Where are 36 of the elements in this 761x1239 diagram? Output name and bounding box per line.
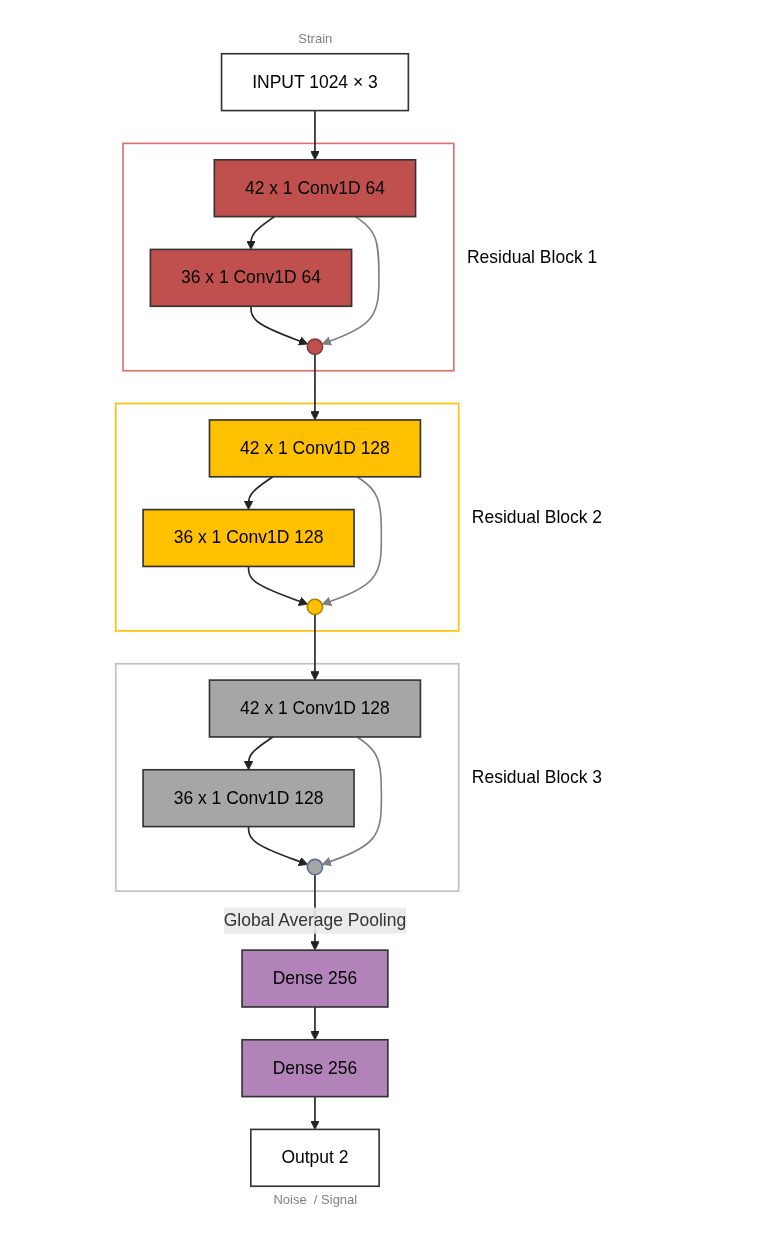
node-box: 42 x 1 Conv1D 64 <box>213 158 417 217</box>
arrow <box>248 825 309 866</box>
node-label: Residual Block 1 <box>467 246 598 266</box>
caption-text: Noise / Signal <box>272 1191 359 1207</box>
node-box: 36 x 1 Conv1D 128 <box>142 508 356 567</box>
edge-label: Global Average Pooling <box>224 910 407 929</box>
arrow <box>244 475 275 510</box>
node-label: Residual Block 3 <box>472 767 603 786</box>
arrow <box>244 735 275 770</box>
arrow <box>248 565 309 606</box>
arrow <box>310 613 321 681</box>
cluster <box>115 402 460 632</box>
arrow <box>310 1005 321 1040</box>
node-box: INPUT 1024 × 3 <box>221 52 410 111</box>
node-box: 36 x 1 Conv1D 128 <box>142 768 356 827</box>
node-box: 36 x 1 Conv1D 64 <box>149 248 353 307</box>
node-box: Output 2 <box>250 1128 381 1187</box>
arrow <box>250 304 309 345</box>
arrow <box>322 735 383 866</box>
arrow <box>246 215 276 250</box>
node-box: Dense 256 <box>241 1038 390 1097</box>
arrow <box>322 475 383 606</box>
arrow <box>322 215 381 345</box>
node-circle <box>306 337 324 355</box>
cluster <box>115 662 460 892</box>
caption-text: Strain <box>297 31 334 47</box>
node-label: Residual Block 2 <box>472 506 603 526</box>
arrow <box>310 353 321 420</box>
arrow <box>310 109 321 160</box>
node-box: 42 x 1 Conv1D 128 <box>209 678 422 738</box>
node-circle <box>306 597 324 615</box>
arrow <box>310 1095 321 1130</box>
cluster <box>122 142 455 372</box>
node-box: Dense 256 <box>241 948 390 1008</box>
node-box: 42 x 1 Conv1D 128 <box>209 418 422 478</box>
node-circle <box>306 858 324 876</box>
